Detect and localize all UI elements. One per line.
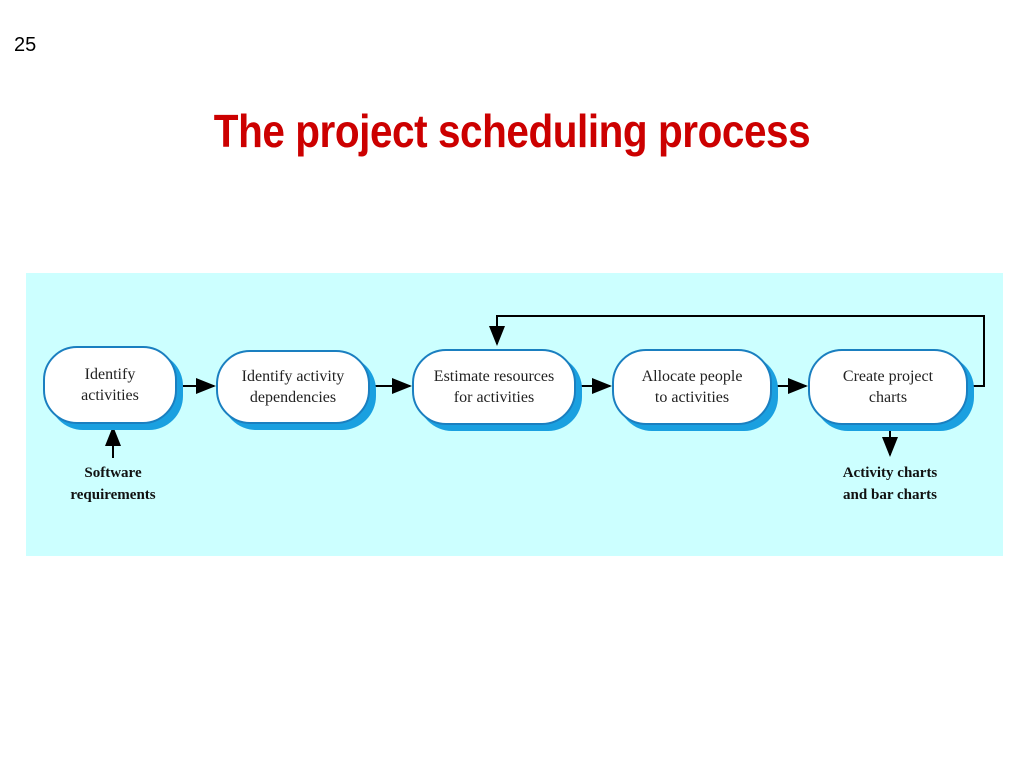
input-label: Software requirements bbox=[40, 462, 186, 506]
step-label-line1: Create project bbox=[842, 368, 934, 385]
output-label-line2: and bar charts bbox=[843, 487, 937, 503]
step-identify-dependencies: Identify activity dependencies bbox=[216, 350, 376, 430]
step-label-line2: dependencies bbox=[249, 389, 337, 406]
step-box: Create project charts bbox=[808, 349, 968, 425]
step-label-line2: activities bbox=[81, 387, 139, 404]
output-label: Activity charts and bar charts bbox=[812, 462, 968, 506]
slide-title: The project scheduling process bbox=[213, 105, 811, 157]
step-label-line2: for activities bbox=[453, 389, 535, 406]
output-label-line1: Activity charts bbox=[842, 465, 938, 481]
step-label-line2: to activities bbox=[654, 389, 730, 406]
input-label-line1: Software bbox=[84, 465, 142, 481]
step-box: Estimate resources for activities bbox=[412, 349, 576, 425]
step-allocate-people: Allocate people to activities bbox=[612, 349, 778, 431]
step-label-line1: Identify bbox=[84, 366, 136, 383]
feedback-loop-arrow bbox=[489, 315, 985, 387]
step-box: Identify activities bbox=[43, 346, 177, 424]
step-label-line1: Identify activity bbox=[241, 368, 345, 385]
step-label-line1: Estimate resources bbox=[433, 368, 555, 385]
slide-number: 25 bbox=[14, 34, 37, 56]
input-label-line2: requirements bbox=[70, 487, 156, 503]
step-box: Identify activity dependencies bbox=[216, 350, 370, 424]
step-estimate-resources: Estimate resources for activities bbox=[412, 349, 582, 431]
step-identify-activities: Identify activities bbox=[43, 346, 183, 430]
step-box: Allocate people to activities bbox=[612, 349, 772, 425]
step-label-line1: Allocate people bbox=[641, 368, 743, 385]
step-label-line2: charts bbox=[868, 389, 908, 406]
step-create-project-charts: Create project charts bbox=[808, 349, 974, 431]
